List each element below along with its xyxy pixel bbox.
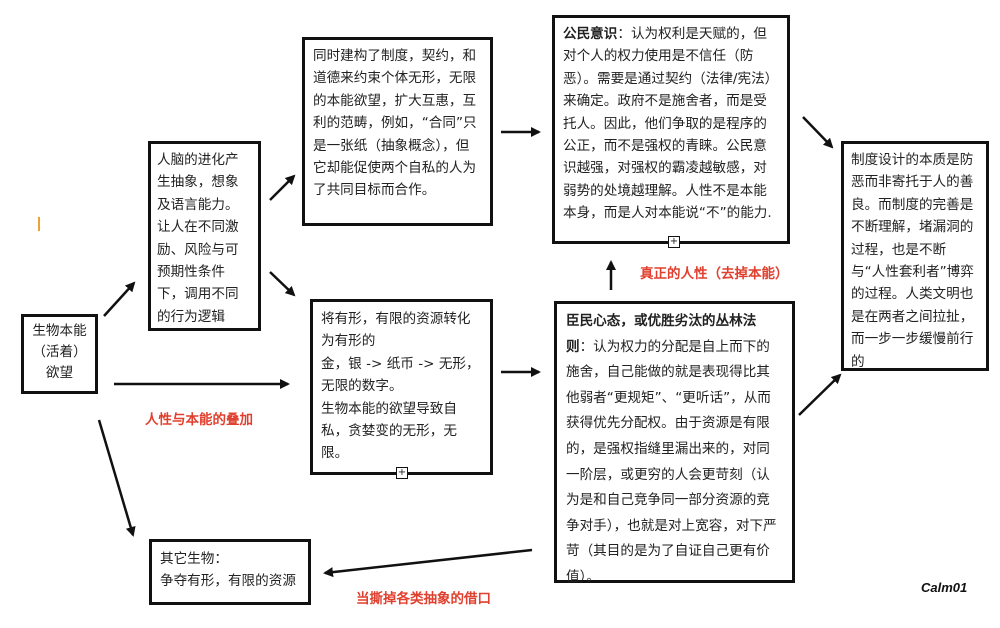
arrow-brain-to-resources: [269, 271, 296, 297]
label-strip-abstraction-excuse: 当撕掉各类抽象的借口: [356, 591, 491, 607]
brain-text: 人脑的进化产生抽象，想象及语言能力。让人在不同激励、风险与可预期性条件下，调用不…: [157, 152, 239, 325]
arrow-instinct-to-others: [97, 419, 136, 537]
node-biological-instinct[interactable]: 生物本能 （活着） 欲望: [21, 314, 98, 394]
node-brain-evolution[interactable]: 人脑的进化产生抽象，想象及语言能力。让人在不同激励、风险与可预期性条件下，调用不…: [148, 141, 261, 331]
design-text: 制度设计的本质是防恶而非寄托于人的善良。而制度的完善是不断理解，堵漏洞的过程，也…: [851, 152, 974, 370]
node-other-creatures[interactable]: 其它生物： 争夺有形，有限的资源: [149, 539, 311, 605]
civic-text: ：认为权利是天赋的，但对个人的权力使用是不信任（防恶）。需要是通过契约（法律/宪…: [563, 26, 779, 222]
others-line-2: 争夺有形，有限的资源: [160, 573, 296, 590]
arrow-civic-to-design: [802, 116, 834, 149]
arrow-subject-to-design: [798, 373, 842, 416]
resources-line-3: 生物本能的欲望导致自私，贪婪变的无形，无限。: [321, 400, 457, 462]
expand-toggle-icon[interactable]: +: [668, 236, 680, 248]
label-humanity-instinct-overlay: 人性与本能的叠加: [145, 412, 253, 428]
node-subject-mentality[interactable]: 臣民心态，或优胜劣汰的丛林法则：认为权力的分配是自上而下的施舍，自己能做的就是表…: [554, 301, 795, 585]
subject-text: ：认为权力的分配是自上而下的施舍，自己能做的就是表现得比其他弱者“更规矩”、“更…: [566, 338, 777, 585]
others-line-1: 其它生物：: [160, 551, 228, 567]
institutions-text: 同时建构了制度，契约，和道德来约束个体无形，无限的本能欲望，扩大互惠，互利的范畴…: [313, 48, 477, 199]
instinct-line-2: （活着）: [32, 344, 87, 360]
text-cursor-mark: [38, 217, 40, 231]
civic-title: 公民意识: [563, 26, 618, 42]
arrow-instinct-to-brain: [103, 281, 136, 317]
arrow-brain-to-institutions: [269, 174, 296, 201]
instinct-line-1: 生物本能: [32, 323, 87, 339]
resources-line-1: 将有形，有限的资源转化为有形的: [321, 311, 471, 350]
arrow-subject-to-others: [323, 548, 533, 578]
node-institution-design[interactable]: 制度设计的本质是防恶而非寄托于人的善良。而制度的完善是不断理解，堵漏洞的过程，也…: [841, 141, 989, 371]
label-true-humanity: 真正的人性（去掉本能）: [640, 266, 789, 282]
expand-toggle-icon[interactable]: +: [396, 467, 408, 479]
node-resource-transformation[interactable]: 将有形，有限的资源转化为有形的 金，银 -> 纸币 -> 无形，无限的数字。 生…: [310, 299, 493, 479]
node-civic-consciousness[interactable]: 公民意识：认为权利是天赋的，但对个人的权力使用是不信任（防恶）。需要是通过契约（…: [552, 15, 790, 248]
author-signature: Calm01: [921, 580, 968, 595]
instinct-line-3: 欲望: [45, 365, 74, 381]
subject-title: 臣民心态，或优胜劣汰的丛林法则: [566, 313, 757, 355]
node-institutions[interactable]: 同时建构了制度，契约，和道德来约束个体无形，无限的本能欲望，扩大互惠，互利的范畴…: [302, 37, 493, 226]
resources-line-2: 金，银 -> 纸币 -> 无形，无限的数字。: [321, 355, 480, 395]
